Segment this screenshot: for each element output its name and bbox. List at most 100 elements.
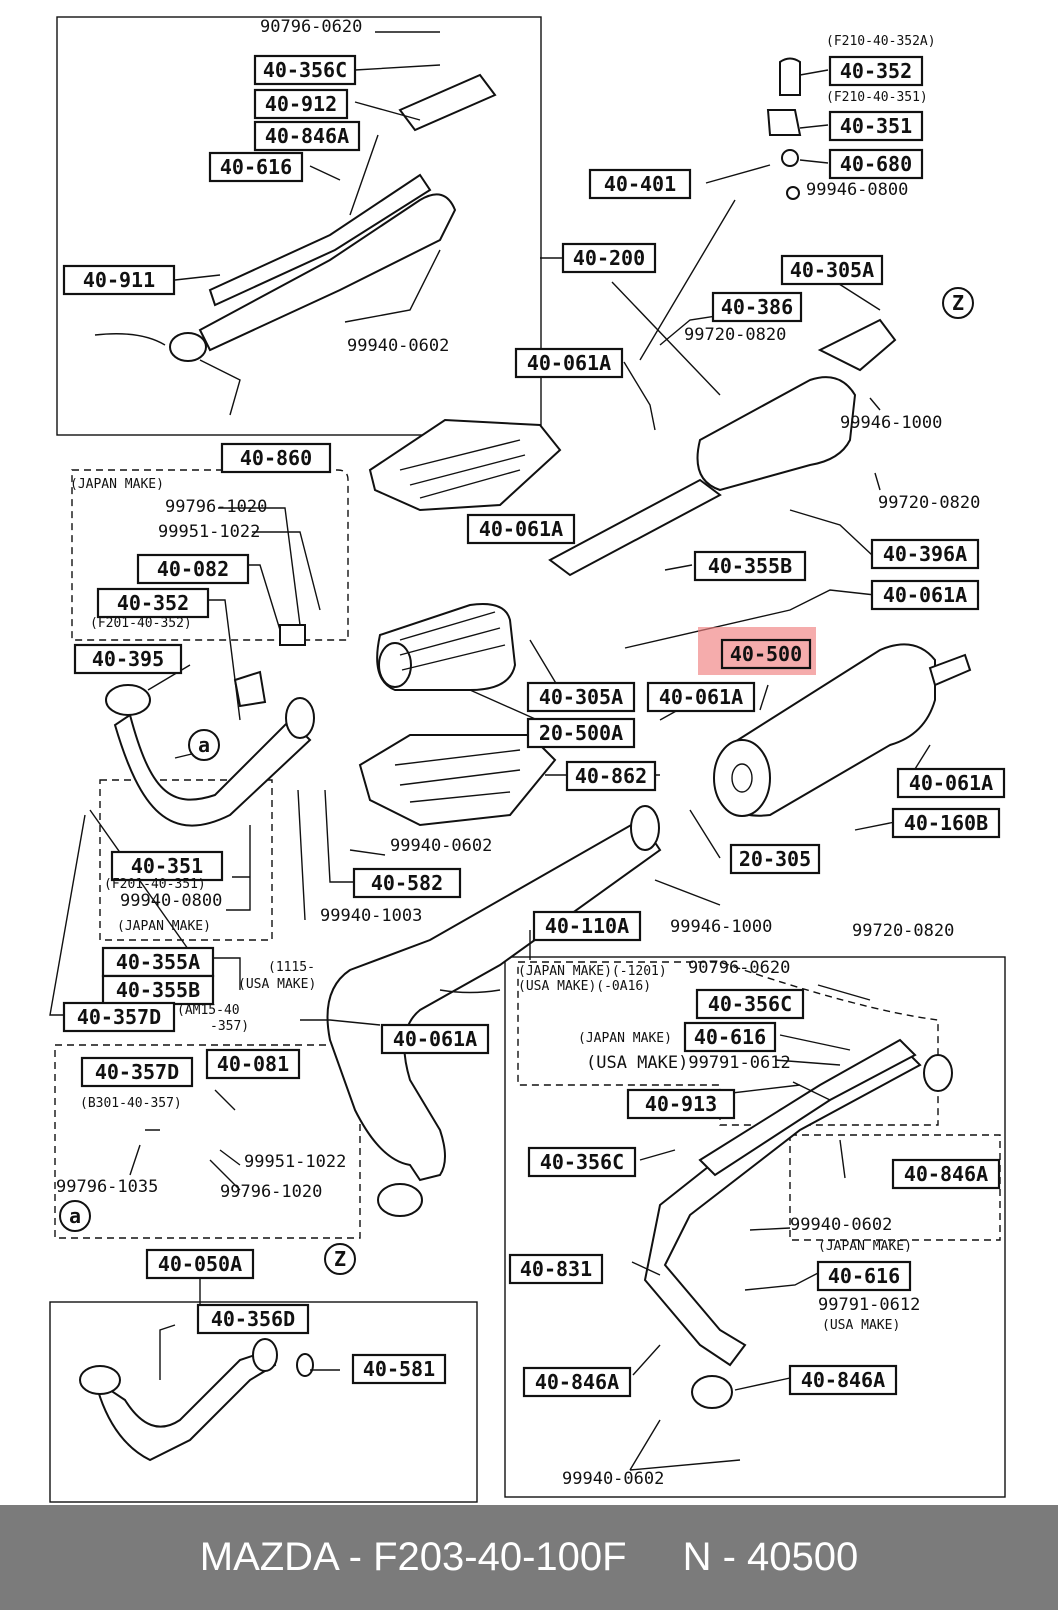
footer-part-number: MAZDA - F203-40-100F (199, 1535, 627, 1579)
part-label-l-40-356C-b2[interactable]: 40-356C (527, 1146, 637, 1178)
main-catalyst-drawing (548, 318, 897, 577)
part-label-l-40-616-br[interactable]: 40-616 (683, 1021, 777, 1053)
callout-t-99940-0800: 99940-0800 (120, 891, 222, 911)
part-label-l-40-401[interactable]: 40-401 (588, 168, 692, 200)
callout-t-f210-351: (F210-40-351) (826, 90, 928, 105)
part-number-footer: MAZDA - F203-40-100F N - 40500 (0, 1505, 1058, 1610)
part-label-l-40-061A-1[interactable]: 40-061A (514, 347, 624, 379)
callout-t-usa-make-2: (USA MAKE)99791-0612 (586, 1053, 791, 1073)
callout-t-f201-352: (F201-40-352) (90, 616, 192, 631)
part-label-l-40-355A[interactable]: 40-355A (101, 946, 215, 978)
part-label-l-40-081[interactable]: 40-081 (205, 1048, 301, 1080)
part-label-l-20-305[interactable]: 20-305 (729, 843, 821, 875)
part-label-text: 40-110A (545, 914, 629, 938)
reference-circle-text: a (69, 1204, 81, 1228)
reference-circle-a: a (188, 729, 220, 761)
part-label-text: 40-061A (659, 685, 743, 709)
part-label-l-40-061A-5[interactable]: 40-061A (896, 767, 1006, 799)
callout-t-99796-1020-1: 99796-1020 (165, 497, 267, 517)
part-label-l-40-082[interactable]: 40-082 (136, 553, 250, 585)
part-label-l-40-831[interactable]: 40-831 (508, 1253, 604, 1285)
part-label-text: 20-305 (739, 847, 811, 871)
part-label-l-40-396A[interactable]: 40-396A (870, 538, 980, 570)
part-label-text: 40-061A (479, 517, 563, 541)
part-label-l-40-395[interactable]: 40-395 (73, 643, 183, 675)
part-label-text: 40-356D (211, 1307, 295, 1331)
callout-t-90796-0620-br: 90796-0620 (688, 958, 790, 978)
part-label-l-40-680[interactable]: 40-680 (828, 148, 924, 180)
part-label-l-40-357D-l[interactable]: 40-357D (62, 1001, 176, 1033)
part-label-l-40-356C-br[interactable]: 40-356C (695, 988, 805, 1020)
part-label-l-40-912[interactable]: 40-912 (253, 88, 349, 120)
part-label-l-40-352-r[interactable]: 40-352 (828, 55, 924, 87)
part-label-l-40-386[interactable]: 40-386 (711, 291, 803, 323)
part-label-text: 40-862 (575, 764, 647, 788)
part-label-l-40-581[interactable]: 40-581 (351, 1353, 447, 1385)
part-label-l-40-500[interactable]: 40-500 (720, 638, 812, 670)
part-label-l-40-351-l[interactable]: 40-351 (110, 850, 224, 882)
part-label-l-40-356D[interactable]: 40-356D (196, 1303, 310, 1335)
part-label-l-40-200[interactable]: 40-200 (561, 242, 657, 274)
part-label-l-40-061A-3[interactable]: 40-061A (870, 579, 980, 611)
callout-t-japan-make-2: (JAPAN MAKE) (117, 919, 211, 934)
part-label-l-40-582[interactable]: 40-582 (352, 867, 462, 899)
part-label-l-40-160B[interactable]: 40-160B (891, 807, 1001, 839)
part-label-l-20-500A[interactable]: 20-500A (526, 717, 636, 749)
part-label-l-40-305A-mid[interactable]: 40-305A (526, 681, 636, 713)
callout-t-99940-0602-top: 99940-0602 (347, 336, 449, 356)
callout-t-japan-make-4: (JAPAN MAKE) (818, 1239, 912, 1254)
part-label-text: 40-160B (904, 811, 988, 835)
callout-t-99951-1022-1: 99951-1022 (158, 522, 260, 542)
part-label-text: 40-352 (840, 59, 912, 83)
bottom-right-detail-frame (504, 956, 1006, 1498)
part-label-text: 40-912 (265, 92, 337, 116)
part-label-text: 40-581 (363, 1357, 435, 1381)
part-label-l-40-305A-top[interactable]: 40-305A (780, 254, 884, 286)
part-label-l-40-355B-r[interactable]: 40-355B (693, 550, 807, 582)
callout-t-99946-1000-1: 99946-1000 (840, 413, 942, 433)
part-label-l-40-913[interactable]: 40-913 (626, 1088, 736, 1120)
part-label-l-40-616-br2[interactable]: 40-616 (816, 1260, 912, 1292)
part-label-l-40-846A-br2[interactable]: 40-846A (522, 1366, 632, 1398)
part-label-text: 40-616 (694, 1025, 766, 1049)
part-label-l-40-061A-6[interactable]: 40-061A (380, 1023, 490, 1055)
part-label-text: 40-356C (708, 992, 792, 1016)
callout-t-99940-0602-br1: 99940-0602 (790, 1215, 892, 1235)
part-label-l-40-846A-br3[interactable]: 40-846A (788, 1364, 898, 1396)
part-label-l-40-616-top[interactable]: 40-616 (208, 151, 304, 183)
top-left-detail-frame (56, 16, 542, 436)
reference-circle-text: a (198, 733, 210, 757)
callout-t-99946-0800: 99946-0800 (806, 180, 908, 200)
part-label-l-40-351-r[interactable]: 40-351 (828, 110, 924, 142)
part-label-text: 40-305A (539, 685, 623, 709)
detail-a-group (54, 1044, 361, 1239)
reference-circle-z: Z (942, 287, 974, 319)
part-label-l-40-061A-2[interactable]: 40-061A (466, 513, 576, 545)
heat-shield-862-drawing (358, 734, 557, 827)
callout-t-f201-351: (F201-40-351) (104, 877, 206, 892)
part-label-l-40-860[interactable]: 40-860 (220, 442, 332, 474)
part-label-text: 40-616 (220, 155, 292, 179)
callout-t-f210-352a: (F210-40-352A) (826, 34, 936, 49)
part-label-l-40-110A[interactable]: 40-110A (532, 910, 642, 942)
part-label-l-40-356C-top[interactable]: 40-356C (253, 54, 357, 86)
part-label-l-40-061A-4[interactable]: 40-061A (646, 681, 756, 713)
part-label-text: 40-355A (116, 950, 200, 974)
part-label-text: 40-386 (721, 295, 793, 319)
callout-t-99940-1003: 99940-1003 (320, 906, 422, 926)
part-label-l-40-352-l[interactable]: 40-352 (96, 587, 210, 619)
part-label-text: 40-846A (535, 1370, 619, 1394)
part-label-text: 40-582 (371, 871, 443, 895)
part-label-l-40-846A-top[interactable]: 40-846A (253, 120, 361, 152)
part-label-text: 40-395 (92, 647, 164, 671)
part-label-l-40-862[interactable]: 40-862 (565, 760, 657, 792)
part-label-l-40-846A-br1[interactable]: 40-846A (891, 1158, 1001, 1190)
part-label-l-40-911[interactable]: 40-911 (62, 264, 176, 296)
callout-t-usa-make-0a16: (USA MAKE)(-0A16) (518, 979, 651, 994)
part-label-l-40-355B-l[interactable]: 40-355B (101, 974, 215, 1006)
part-label-l-40-357D-a[interactable]: 40-357D (80, 1056, 194, 1088)
part-label-l-40-050A[interactable]: 40-050A (145, 1248, 255, 1280)
part-label-text: 40-846A (904, 1162, 988, 1186)
reference-circle-text: Z (334, 1247, 346, 1271)
part-label-text: 40-401 (604, 172, 676, 196)
